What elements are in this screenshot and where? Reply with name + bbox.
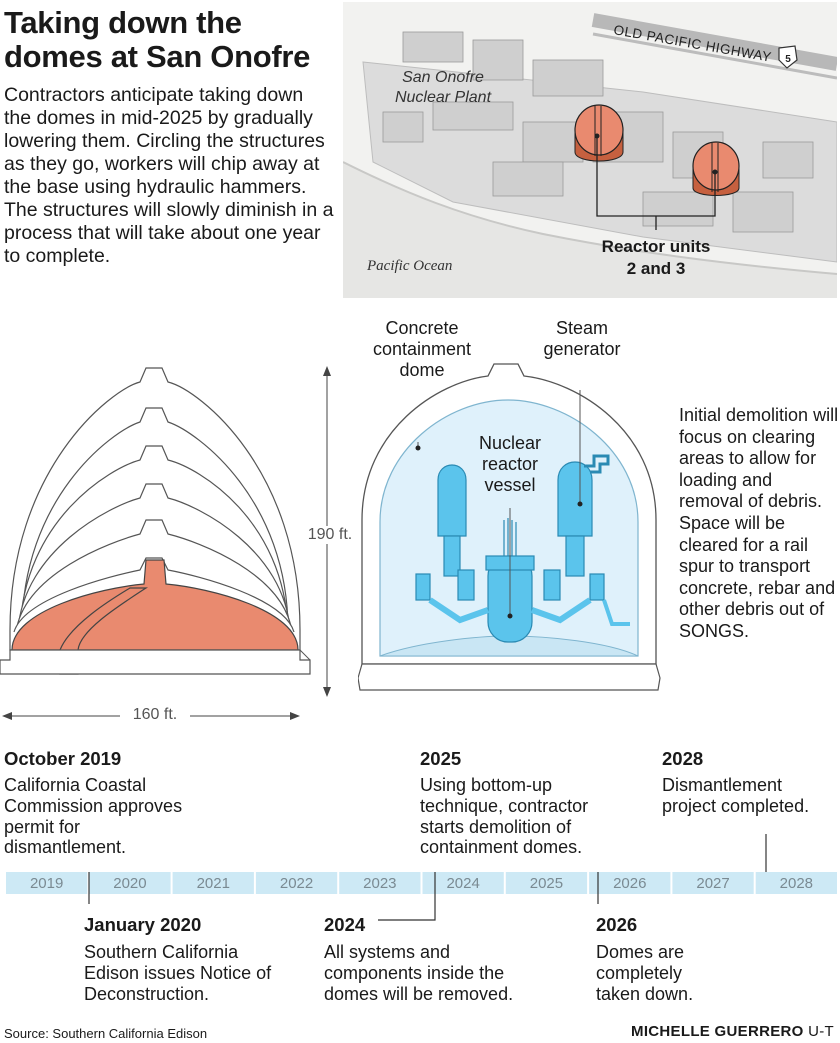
width-label: 160 ft. [132, 706, 178, 723]
dome-marker [415, 445, 421, 451]
event-2024: 2024 All systems and components inside t… [324, 914, 550, 1004]
event-text: All systems and components inside the do… [324, 942, 514, 1004]
plant-label-line1: San Onofre [402, 69, 484, 86]
event-2026: 2026 Domes are completely taken down. [596, 914, 726, 1004]
dome-label: Concrete containment dome [354, 318, 490, 381]
credit-line: MICHELLE GUERRERO U-T [631, 1023, 834, 1040]
right-steam-generator [557, 454, 610, 577]
event-heading: 2024 [324, 914, 366, 935]
ocean-label: Pacific Ocean [366, 258, 452, 274]
dome-base [0, 649, 311, 675]
page-title: Taking down the domes at San Onofre [4, 5, 311, 74]
reactor-label-line1: Reactor units [602, 237, 711, 256]
ocean-area [343, 162, 837, 298]
timeline-year-label: 2019 [30, 875, 63, 892]
timeline-year-2023: 2023 [339, 872, 421, 894]
timeline-year-label: 2025 [530, 875, 563, 892]
timeline-year-2019: 2019 [6, 872, 88, 894]
highway-shield-number: 5 [785, 54, 791, 65]
height-label: 190 ft. [300, 526, 360, 544]
reactor-unit-3 [692, 141, 740, 196]
vessel-label-line3: vessel [484, 475, 536, 495]
timeline-year-2028: 2028 [755, 872, 837, 894]
timeline-year-2022: 2022 [255, 872, 338, 894]
credit-org: U-T [808, 1023, 834, 1040]
event-text: Domes are completely taken down. [596, 942, 694, 1004]
event-2025: 2025 Using bottom-up technique, contract… [420, 748, 625, 858]
timeline-year-label: 2027 [696, 875, 729, 892]
event-heading: October 2019 [4, 748, 122, 769]
timeline-year-label: 2026 [613, 875, 646, 892]
timeline-bar: 2019 2020 2021 2022 2023 2024 2025 2026 2027 2028 [6, 834, 837, 921]
dome-lowering-diagram [0, 366, 331, 720]
reactor-vessel-label: Nuclear reactor vessel [460, 433, 560, 496]
reactor-coolant-pumps [415, 569, 630, 626]
event-text: Dismantlement project completed. [662, 775, 810, 816]
timeline-year-2027: 2027 [672, 872, 754, 894]
timeline-year-2020: 2020 [89, 872, 171, 894]
aerial-map: 5 OLD PACIFIC HIGHWAY San Onofre Nuclear… [343, 2, 837, 298]
reactor-unit-2 [574, 104, 624, 162]
reactor-label-line2: 2 and 3 [627, 259, 686, 278]
timeline-year-label: 2028 [780, 875, 813, 892]
event-text: Southern California Edison issues Notice… [84, 942, 272, 1004]
timeline-year-label: 2022 [280, 875, 313, 892]
event-heading: 2028 [662, 748, 704, 769]
steam-generator-label: Steam generator [528, 318, 636, 360]
event-2028: 2028 Dismantlement project completed. [662, 748, 838, 817]
plant-label-line2: Nuclear Plant [395, 89, 492, 106]
width-dimension [2, 712, 300, 720]
plant-buildings [382, 31, 814, 233]
connector-2024 [378, 872, 436, 921]
vessel-label-line1: Nuclear [478, 433, 542, 453]
highway-shield-icon [778, 45, 798, 69]
vessel-label-line2: reactor [481, 454, 539, 474]
vessel-marker [507, 613, 513, 619]
steam-marker [577, 501, 583, 507]
reactor-cross-section [358, 363, 661, 691]
dome-label-line2: containment [372, 339, 472, 359]
credit-name: MICHELLE GUERRERO [631, 1023, 804, 1040]
steam-label-line2: generator [543, 339, 621, 359]
reactor-leader-line [596, 136, 716, 230]
steam-label-line1: Steam [555, 318, 609, 338]
event-text: Using bottom-up technique, contractor st… [420, 775, 589, 858]
timeline-year-label: 2024 [446, 875, 479, 892]
event-heading: 2026 [596, 914, 638, 935]
intro-text: Contractors anticipate taking down the d… [4, 84, 334, 267]
timeline-year-2024: 2024 [422, 872, 504, 894]
timeline-year-label: 2021 [197, 875, 230, 892]
event-january-2020: January 2020 Southern California Edison … [84, 914, 284, 1004]
dome-label-line1: Concrete [385, 318, 459, 338]
timeline-year-2021: 2021 [172, 872, 254, 894]
left-steam-generator [437, 464, 467, 577]
event-heading: January 2020 [84, 914, 202, 935]
timeline-year-2026: 2026 [589, 872, 671, 894]
event-heading: 2025 [420, 748, 462, 769]
source-note: Source: Southern California Edison [4, 1026, 208, 1041]
event-text: California Coastal Commission approves p… [4, 775, 183, 858]
timeline-year-label: 2023 [363, 875, 396, 892]
event-october-2019: October 2019 California Coastal Commissi… [4, 748, 204, 858]
dome-label-line3: dome [399, 360, 445, 380]
demolition-note: Initial demolition will focus on clearin… [679, 405, 839, 641]
timeline-year-2025: 2025 [505, 872, 588, 894]
timeline-year-label: 2020 [113, 875, 146, 892]
